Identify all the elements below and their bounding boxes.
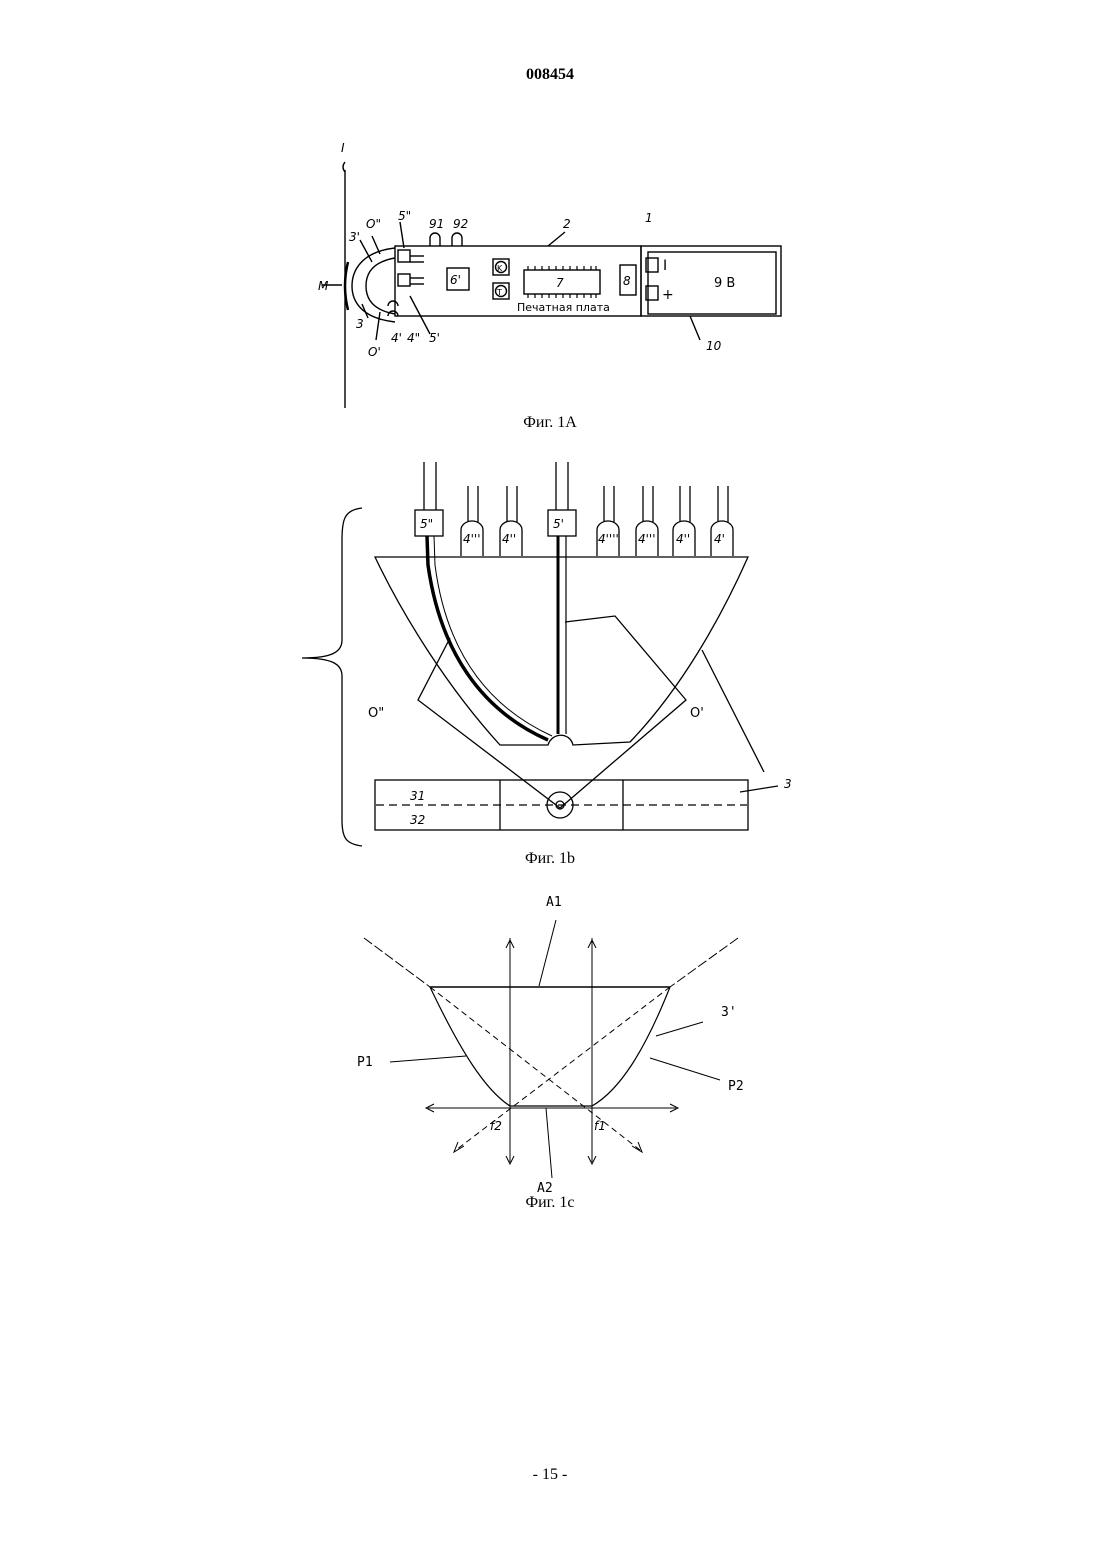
label-battery: 9 B	[714, 276, 735, 291]
label-M: M	[318, 279, 329, 293]
caption-fig-1c: Фиг. 1с	[0, 1194, 1100, 1212]
label-4-prime: 4'	[391, 331, 402, 345]
label-plus: +	[662, 287, 674, 303]
page-number: - 15 -	[0, 1466, 1100, 1484]
label-4-double: 4"	[407, 331, 420, 345]
caption-fig-1b: Фиг. 1b	[0, 850, 1100, 868]
label-5-single: 5'	[429, 331, 440, 345]
label-8: 8	[623, 274, 631, 288]
label-7: 7	[556, 276, 564, 290]
label-91: 91	[429, 217, 444, 231]
label-2: 2	[563, 217, 571, 231]
label-o-single: O'	[368, 345, 381, 359]
label-minus: I	[663, 258, 667, 274]
label-o-double: O"	[366, 217, 381, 231]
label-5-double: 5"	[398, 209, 411, 223]
label-t: T	[496, 288, 502, 297]
label-I: I	[341, 141, 345, 155]
label-92: 92	[453, 217, 468, 231]
caption-fig-1a: Фиг. 1А	[0, 414, 1100, 432]
label-3-prime: 3'	[349, 230, 360, 244]
label-1: 1	[645, 211, 653, 225]
label-3: 3	[356, 317, 364, 331]
label-k: K	[497, 264, 503, 273]
label-10: 10	[706, 339, 722, 353]
label-6-prime: 6'	[450, 273, 461, 287]
label-board: Печатная плата	[517, 301, 610, 314]
